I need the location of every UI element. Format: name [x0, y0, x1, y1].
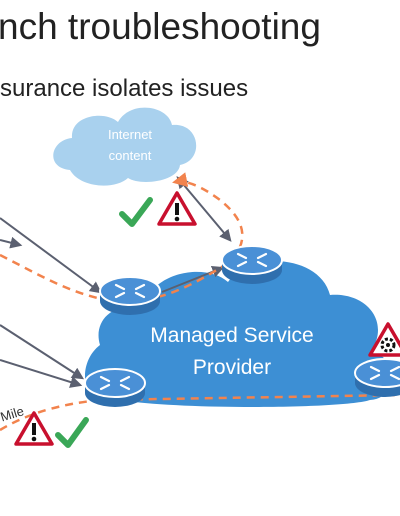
router-icon: [220, 244, 284, 286]
check-icon: [119, 197, 153, 227]
router-icon: [98, 275, 162, 317]
mile-label: Mile: [0, 403, 26, 424]
msp-label-line1: Managed Service: [150, 324, 313, 347]
check-icon: [55, 417, 89, 448]
router-icon: [83, 367, 147, 409]
msp-cloud: [85, 261, 393, 407]
link-line: [0, 236, 23, 249]
link-line: [0, 217, 102, 294]
link-line: [0, 324, 85, 380]
link-line: [0, 359, 83, 388]
page-title: nch troubleshooting: [0, 6, 321, 47]
links: [0, 176, 232, 388]
page-subtitle: surance isolates issues: [0, 75, 249, 102]
msp-label-line2: Provider: [193, 356, 271, 379]
link-line: [176, 176, 232, 242]
internet-cloud: [53, 107, 197, 186]
warning-icon: [14, 411, 54, 446]
internet-label-line2: content: [109, 148, 152, 163]
internet-label-line1: Internet: [108, 127, 152, 142]
warning-icon: [157, 191, 197, 226]
router-icon: [353, 357, 400, 399]
alert-gear-icon: [368, 322, 400, 357]
